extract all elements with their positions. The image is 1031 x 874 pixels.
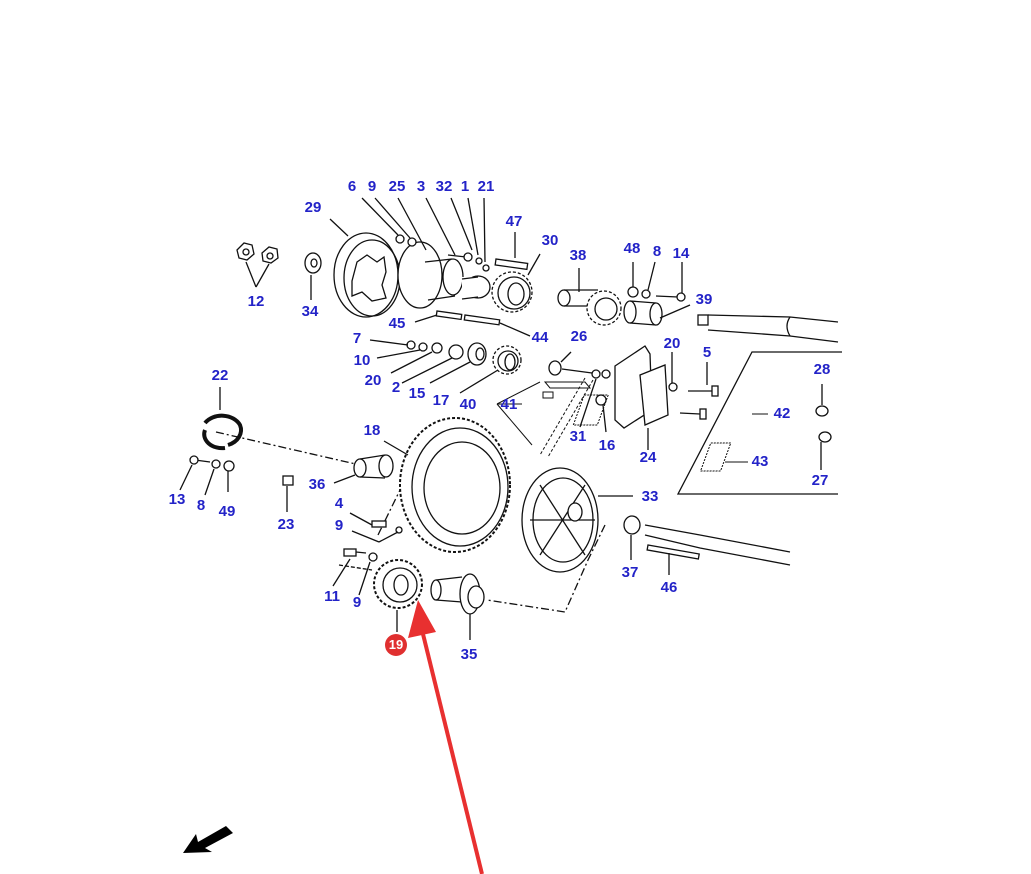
pulley-part-29 — [329, 218, 401, 318]
chain-kit-42 — [572, 394, 768, 426]
part-label[interactable]: 36 — [308, 476, 326, 493]
part-label[interactable]: 20 — [364, 372, 382, 389]
part-label[interactable]: 17 — [432, 392, 450, 409]
part-label[interactable]: 41 — [500, 396, 518, 413]
drive-shaft — [697, 314, 839, 343]
part-label[interactable]: 9 — [352, 594, 362, 611]
shaft-part-38 — [557, 268, 622, 326]
brake-shoe-part-22 — [202, 387, 243, 451]
part-label[interactable]: 23 — [277, 516, 295, 533]
part-label[interactable]: 35 — [460, 646, 478, 663]
part-label[interactable]: 31 — [569, 428, 587, 445]
part-label[interactable]: 47 — [505, 213, 523, 230]
part-label[interactable]: 32 — [435, 178, 453, 195]
part-label[interactable]: 6 — [347, 178, 357, 195]
hub-wheel-part-33 — [521, 467, 633, 573]
part-label[interactable]: 43 — [751, 453, 769, 470]
part-label[interactable]: 48 — [623, 240, 641, 257]
part-label[interactable]: 38 — [569, 247, 587, 264]
part-label[interactable]: 8 — [652, 243, 662, 260]
part-label[interactable]: 49 — [218, 503, 236, 520]
kit-inset-box — [676, 351, 842, 495]
sprocket-part-30 — [491, 253, 541, 313]
direction-arrow-icon — [183, 826, 233, 853]
part-label[interactable]: 9 — [367, 178, 377, 195]
part-label[interactable]: 22 — [211, 367, 229, 384]
highlighted-part-badge[interactable]: 19 — [385, 634, 407, 656]
sprocket-part-19 — [373, 559, 423, 632]
part-label[interactable]: 21 — [477, 178, 495, 195]
part-label[interactable]: 24 — [639, 449, 657, 466]
part-label[interactable]: 11 — [324, 588, 340, 605]
part-label[interactable]: 27 — [811, 472, 829, 489]
part-label[interactable]: 44 — [531, 329, 549, 346]
part-label[interactable]: 25 — [388, 178, 406, 195]
part-label[interactable]: 1 — [460, 178, 470, 195]
part-label[interactable]: 42 — [773, 405, 791, 422]
part-label[interactable]: 34 — [301, 303, 319, 320]
part-label[interactable]: 12 — [247, 293, 265, 310]
chain-kit-43 — [699, 442, 748, 472]
spacer-part-36 — [333, 454, 394, 484]
ring-gear-part-18 — [377, 417, 511, 553]
part-label[interactable]: 4 — [334, 495, 344, 512]
part-label[interactable]: 45 — [388, 315, 406, 332]
part-label[interactable]: 2 — [391, 379, 401, 396]
part-label[interactable]: 7 — [352, 330, 362, 347]
part-label[interactable]: 26 — [570, 328, 588, 345]
part-label[interactable]: 15 — [408, 385, 426, 402]
part-label[interactable]: 37 — [621, 564, 639, 581]
part-label[interactable]: 28 — [813, 361, 831, 378]
part-label[interactable]: 30 — [541, 232, 559, 249]
part-label[interactable]: 10 — [353, 352, 371, 369]
part-label[interactable]: 9 — [334, 517, 344, 534]
part-label[interactable]: 14 — [672, 245, 690, 262]
part-label[interactable]: 13 — [168, 491, 186, 508]
part-label[interactable]: 16 — [598, 437, 616, 454]
bracket-part-24 — [614, 345, 669, 450]
stub-hub-part-35 — [430, 573, 485, 640]
part-label[interactable]: 39 — [695, 291, 713, 308]
nut-part-12 — [236, 242, 279, 288]
part-label[interactable]: 40 — [459, 396, 477, 413]
part-label[interactable]: 20 — [663, 335, 681, 352]
part-label[interactable]: 18 — [363, 422, 381, 439]
chain-part-41 — [496, 377, 594, 458]
part-label[interactable]: 3 — [416, 178, 426, 195]
part-label[interactable]: 46 — [660, 579, 678, 596]
flange-hub — [397, 241, 491, 309]
bushing-part-34 — [304, 252, 322, 300]
highlight-pointer-arrow — [408, 600, 484, 874]
part-label[interactable]: 5 — [702, 344, 712, 361]
part-label[interactable]: 8 — [196, 497, 206, 514]
part-label[interactable]: 29 — [304, 199, 322, 216]
part-label[interactable]: 33 — [641, 488, 659, 505]
